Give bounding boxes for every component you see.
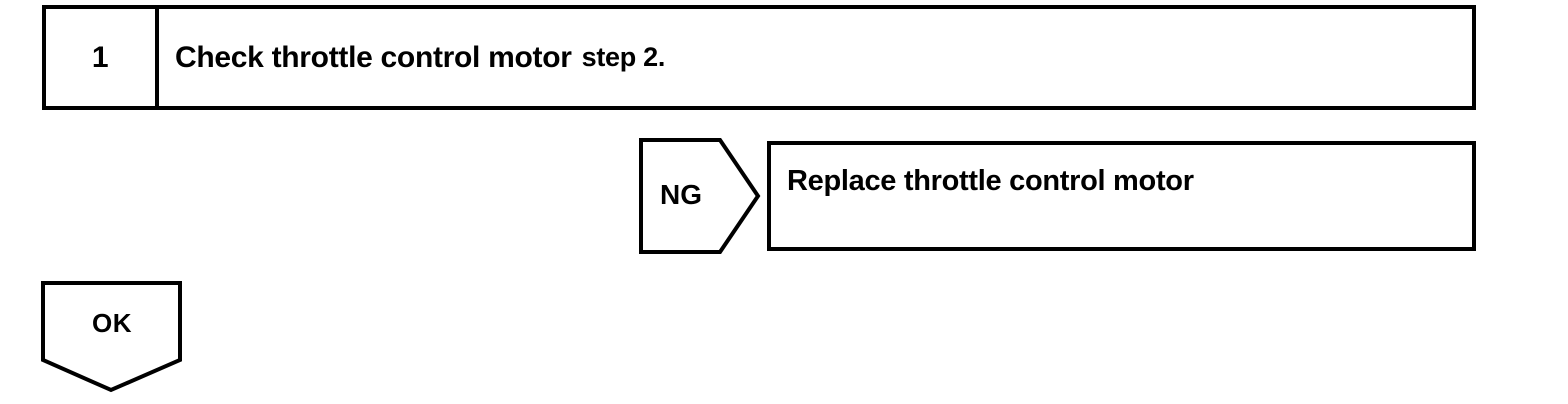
action-text: Replace throttle control motor: [787, 165, 1194, 197]
step-suffix: step 2.: [581, 42, 666, 72]
action-box: Replace throttle control motor: [767, 141, 1476, 251]
ok-connector: OK: [41, 281, 183, 393]
step-text-cell: Check throttle control motor step 2.: [159, 9, 1472, 106]
step-number-cell: 1: [46, 9, 159, 106]
ng-connector: NG: [639, 138, 763, 254]
ng-arrow-right-icon: [639, 138, 761, 254]
step-number: 1: [91, 40, 110, 74]
ok-arrow-down-icon: [41, 281, 182, 393]
ok-label: OK: [92, 307, 132, 338]
step-title: Check throttle control motor: [175, 40, 572, 74]
step-box: 1 Check throttle control motor step 2.: [42, 5, 1476, 110]
ng-label: NG: [660, 179, 702, 210]
